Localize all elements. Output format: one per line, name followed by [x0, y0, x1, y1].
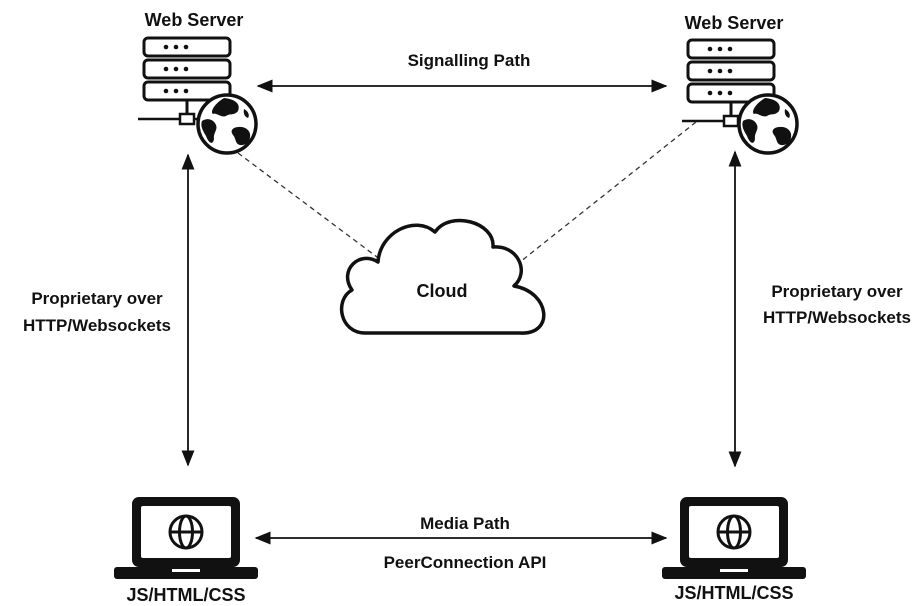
right-client-label: JS/HTML/CSS — [674, 583, 793, 603]
left-laptop-icon — [112, 495, 260, 581]
left-globe-icon — [196, 93, 258, 155]
left-cloud-connector — [237, 152, 386, 264]
right-server-title: Web Server — [685, 13, 784, 33]
right-laptop-icon — [660, 495, 808, 581]
media-path-label: Media Path — [420, 514, 510, 533]
left-link-label-line1: Proprietary over — [31, 289, 163, 308]
right-link-label-line1: Proprietary over — [771, 282, 903, 301]
right-link-label-line2: HTTP/Websockets — [763, 308, 911, 327]
right-globe-icon — [737, 93, 799, 155]
cloud-label: Cloud — [417, 281, 468, 301]
left-client-label: JS/HTML/CSS — [126, 585, 245, 605]
left-link-label-line2: HTTP/Websockets — [23, 316, 171, 335]
peerconnection-api-label: PeerConnection API — [384, 553, 547, 572]
left-server-title: Web Server — [145, 10, 244, 30]
right-cloud-connector — [519, 121, 697, 263]
signalling-path-label: Signalling Path — [408, 51, 531, 70]
cloud-icon — [340, 218, 546, 335]
